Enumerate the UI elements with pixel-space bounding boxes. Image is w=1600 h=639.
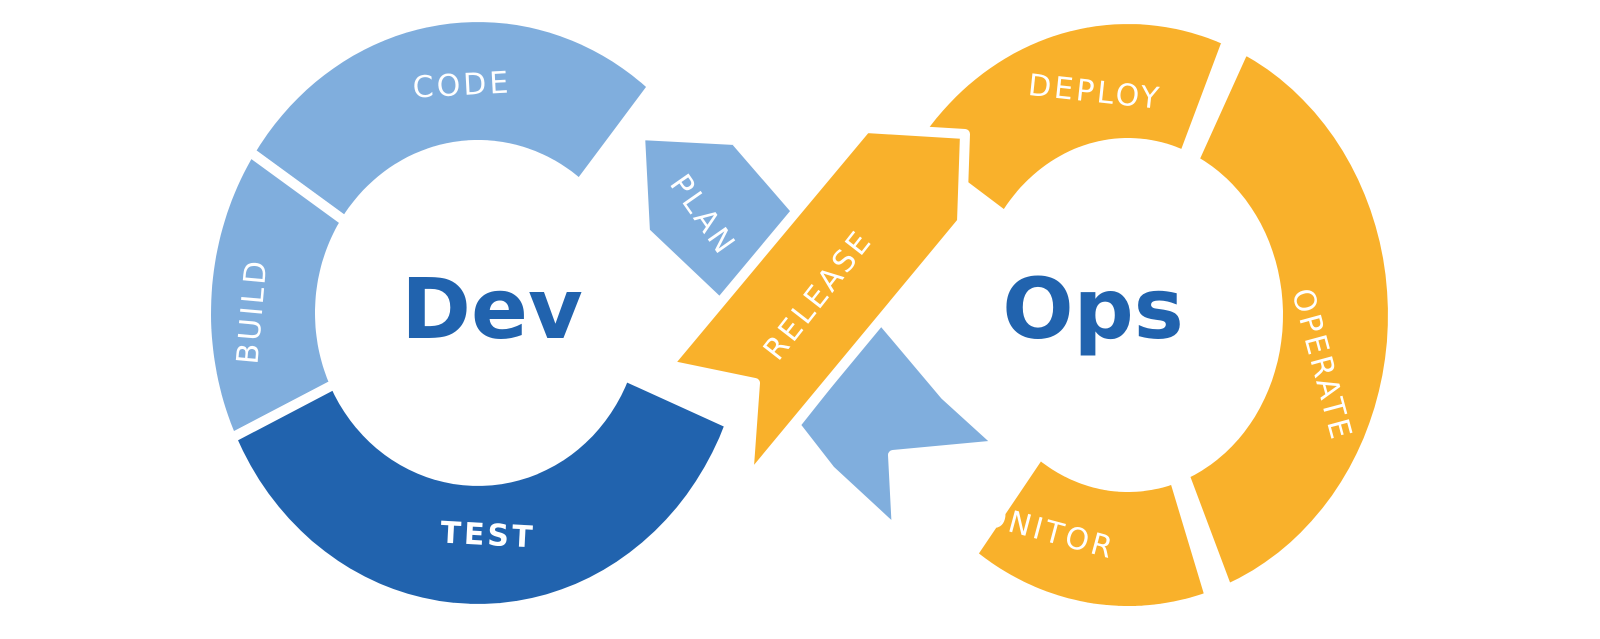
segment-release: [663, 123, 970, 485]
segment-monitor: [967, 449, 1215, 616]
segment-operate: [1179, 44, 1398, 595]
dev-label: Dev: [401, 260, 582, 358]
segment-test: [226, 370, 736, 614]
stage-label-test: TEST: [440, 516, 537, 556]
segment-build: [201, 146, 351, 444]
segment-deploy: [905, 14, 1233, 222]
ops-label: Ops: [1002, 260, 1184, 358]
stage-label-code: CODE: [412, 65, 512, 105]
segment-code: [244, 12, 658, 227]
segment-plan-lower: [790, 313, 1005, 537]
